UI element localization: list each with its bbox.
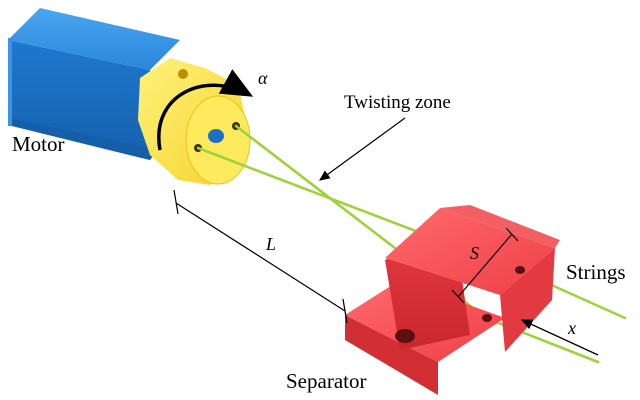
alpha-label: α <box>258 68 268 88</box>
twisting-zone-label: Twisting zone <box>344 92 451 113</box>
separator-hole-upper <box>515 266 525 274</box>
motor-shaft-hole <box>208 129 224 143</box>
separator-back-rib <box>440 205 560 248</box>
spacing-dimension <box>451 227 519 304</box>
twisting-zone-pointer <box>319 117 406 181</box>
separator-upright-side <box>500 248 555 352</box>
motor-body-top <box>8 8 180 70</box>
motor-body-front <box>8 118 158 160</box>
motor-cap-top-hole <box>178 69 188 79</box>
separator-mount-hole <box>395 329 415 343</box>
length-label: L <box>265 234 276 254</box>
displacement-label: x <box>567 318 576 338</box>
separator-base-front <box>345 315 438 395</box>
motor <box>8 8 180 160</box>
separator-label: Separator <box>286 369 366 393</box>
motor-cap <box>138 58 251 185</box>
displacement-arrow <box>520 319 599 356</box>
separator-hole-lower <box>482 314 492 322</box>
strings-label: Strings <box>566 260 626 284</box>
length-dimension <box>173 189 348 324</box>
separator-upright-top <box>385 208 555 295</box>
rotation-arrow <box>157 69 254 151</box>
spacing-label: S <box>470 243 479 263</box>
separator <box>345 205 560 395</box>
motor-label: Motor <box>12 132 65 156</box>
motor-body-edge <box>8 38 12 126</box>
